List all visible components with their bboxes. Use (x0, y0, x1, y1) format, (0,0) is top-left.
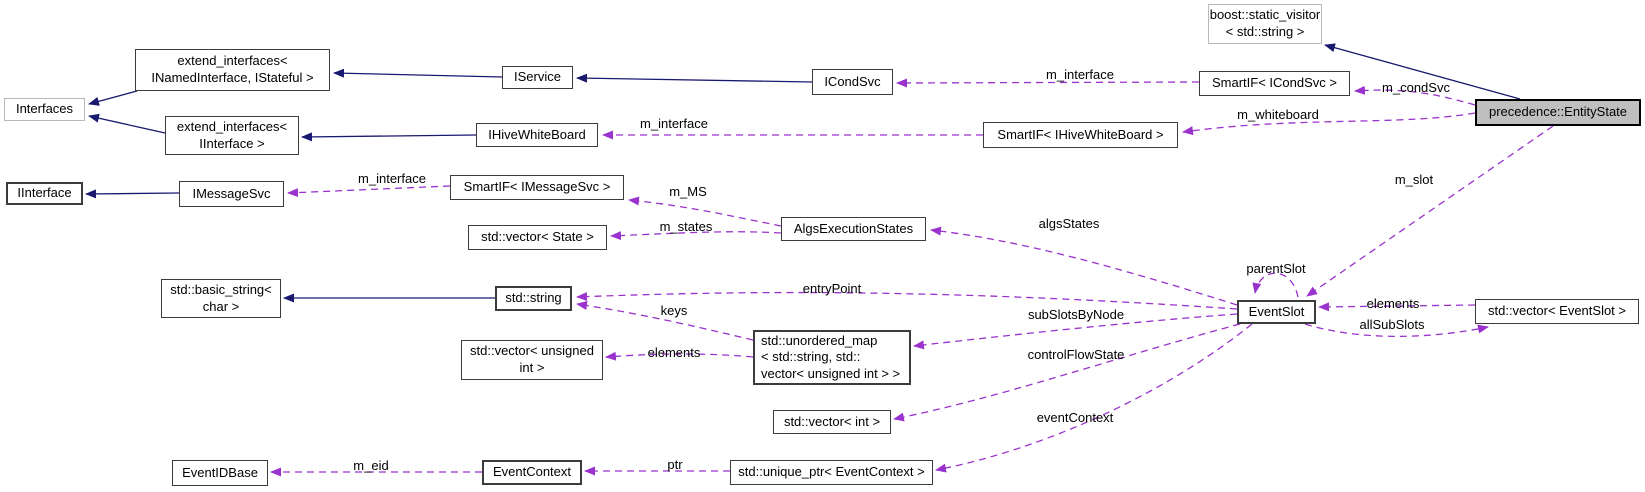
edge-usage-parentslot-loop (1252, 272, 1299, 298)
edge-usage-algsstates (930, 226, 1238, 306)
edge-usage-subslotsbynode (913, 313, 1238, 350)
edge-usage-m-states (610, 231, 782, 241)
node-label: std::vector< unsigned int > (470, 343, 594, 375)
node-label: AlgsExecutionStates (793, 220, 914, 236)
node-label: IInterface (17, 185, 72, 201)
edge-label-keys: keys (660, 303, 688, 318)
node-smartif-imessagesvc[interactable]: SmartIF< IMessageSvc > (450, 175, 624, 200)
node-std-vector-eventslot[interactable]: std::vector< EventSlot > (1475, 299, 1639, 324)
node-std-vector-int[interactable]: std::vector< int > (773, 410, 891, 434)
node-label: std::vector< EventSlot > (1487, 303, 1627, 319)
node-extend-interfaces-inamedinterface-istateful[interactable]: extend_interfaces< INamedInterface, ISta… (135, 49, 330, 91)
edge-usage-eventcontext (935, 323, 1253, 473)
node-label: precedence::EntityState (1488, 104, 1628, 120)
node-label: std::basic_string< char > (170, 281, 272, 314)
edge-usage-controlflowstate (893, 323, 1241, 422)
edge-label-m-slot: m_slot (1394, 172, 1434, 187)
node-std-basic-string-char[interactable]: std::basic_string< char > (161, 279, 281, 318)
edge-usage-m-ms (628, 196, 782, 227)
edge-label-m-ms: m_MS (669, 184, 707, 199)
edge-label-parentslot: parentSlot (1246, 261, 1306, 276)
edge-label-subslotsbynode: subSlotsByNode (1027, 307, 1125, 322)
edge-label-m-eid: m_eid (353, 458, 389, 473)
edge-label-m-condsvc: m_condSvc (1382, 80, 1450, 95)
node-icondsvc[interactable]: ICondSvc (812, 69, 893, 95)
edge-inherit-entitystate-boostvisitor (1324, 43, 1521, 100)
node-label: boost::static_visitor < std::string > (1209, 7, 1321, 39)
node-smartif-icondsvc[interactable]: SmartIF< ICondSvc > (1199, 71, 1350, 96)
edge-inherit-ihivewhiteboard-extendiface (301, 132, 477, 142)
node-std-unique-ptr-eventcontext[interactable]: std::unique_ptr< EventContext > (730, 460, 933, 485)
node-label: SmartIF< ICondSvc > (1212, 75, 1337, 91)
edge-usage-m-interface-condsvc (896, 78, 1200, 88)
edge-inherit-icondsvc-iservice (576, 73, 813, 83)
edge-label-ptr: ptr (667, 457, 683, 472)
node-iservice[interactable]: IService (502, 66, 573, 89)
node-label: Interfaces (15, 101, 74, 117)
node-label: std::unordered_map < std::string, std:: … (761, 332, 901, 381)
node-eventslot[interactable]: EventSlot (1237, 300, 1316, 324)
edge-label-eventcontext: eventContext (1036, 410, 1114, 425)
edge-usage-m-interface-msg (287, 185, 451, 198)
node-label: std::unique_ptr< EventContext > (738, 464, 925, 480)
node-label: EventIDBase (182, 464, 258, 480)
edge-usage-m-condsvc (1354, 85, 1476, 106)
edge-usage-elements-map (605, 351, 754, 361)
edge-inherit-iservice-extendnamed (333, 68, 503, 78)
edge-label-m-interface-msg: m_interface (358, 171, 426, 186)
edge-label-elements-map: elements (647, 345, 701, 360)
node-std-vector-state[interactable]: std::vector< State > (468, 225, 607, 250)
edge-label-elements-vector: elements (1366, 296, 1420, 311)
node-label: std::vector< int > (783, 413, 881, 429)
edge-usage-elements-vector (1318, 302, 1476, 312)
edge-label-m-states: m_states (659, 219, 713, 234)
node-std-unordered-map[interactable]: std::unordered_map < std::string, std:: … (753, 330, 911, 385)
edge-usage-m-slot (1306, 125, 1554, 297)
edge-label-entrypoint: entryPoint (802, 281, 862, 296)
node-label: extend_interfaces< INamedInterface, ISta… (151, 53, 314, 85)
node-std-string[interactable]: std::string (495, 286, 572, 311)
node-eventidbase[interactable]: EventIDBase (172, 460, 268, 486)
edge-inherit-extendiface-interfaces (88, 113, 166, 134)
edge-inherit-imessagesvc-iinterface (85, 189, 180, 199)
edge-usage-m-whiteboard (1182, 112, 1476, 136)
node-ihivewhiteboard[interactable]: IHiveWhiteBoard (476, 123, 598, 147)
node-extend-interfaces-iinterface[interactable]: extend_interfaces< IInterface > (165, 116, 299, 155)
node-label: EventSlot (1248, 303, 1305, 319)
edge-label-allsubslots: allSubSlots (1359, 317, 1425, 332)
node-std-vector-unsigned-int[interactable]: std::vector< unsigned int > (461, 340, 603, 380)
node-algsexecutionstates[interactable]: AlgsExecutionStates (781, 217, 926, 241)
node-label: ICondSvc (824, 73, 881, 89)
node-interfaces[interactable]: Interfaces (4, 98, 85, 121)
node-label: std::string (505, 290, 562, 306)
node-label: IMessageSvc (192, 185, 271, 201)
node-label: EventContext (492, 464, 572, 480)
node-label: extend_interfaces< IInterface > (176, 118, 288, 151)
edge-inherit-extendnamed-interfaces (88, 90, 138, 106)
node-eventcontext[interactable]: EventContext (482, 460, 582, 485)
edge-label-algsstates: algsStates (1038, 216, 1100, 231)
node-label: SmartIF< IHiveWhiteBoard > (997, 126, 1164, 142)
node-label: SmartIF< IMessageSvc > (463, 179, 611, 195)
node-label: std::vector< State > (481, 229, 594, 245)
node-label: IHiveWhiteBoard (488, 126, 586, 142)
edge-usage-keys (576, 301, 754, 341)
node-precedence-entitystate[interactable]: precedence::EntityState (1475, 99, 1641, 126)
edge-label-m-interface-whiteboard: m_interface (640, 116, 708, 131)
node-label: IService (514, 69, 561, 85)
node-iinterface[interactable]: IInterface (6, 182, 83, 205)
node-boost-static-visitor[interactable]: boost::static_visitor < std::string > (1208, 4, 1322, 44)
edge-label-controlflowstate: controlFlowState (1027, 347, 1125, 362)
edge-label-m-whiteboard: m_whiteboard (1237, 107, 1319, 122)
node-smartif-ihivewhiteboard[interactable]: SmartIF< IHiveWhiteBoard > (983, 122, 1178, 148)
edge-usage-entrypoint (576, 291, 1238, 310)
edge-label-m-interface-condsvc: m_interface (1046, 67, 1114, 82)
node-imessagesvc[interactable]: IMessageSvc (179, 181, 284, 207)
